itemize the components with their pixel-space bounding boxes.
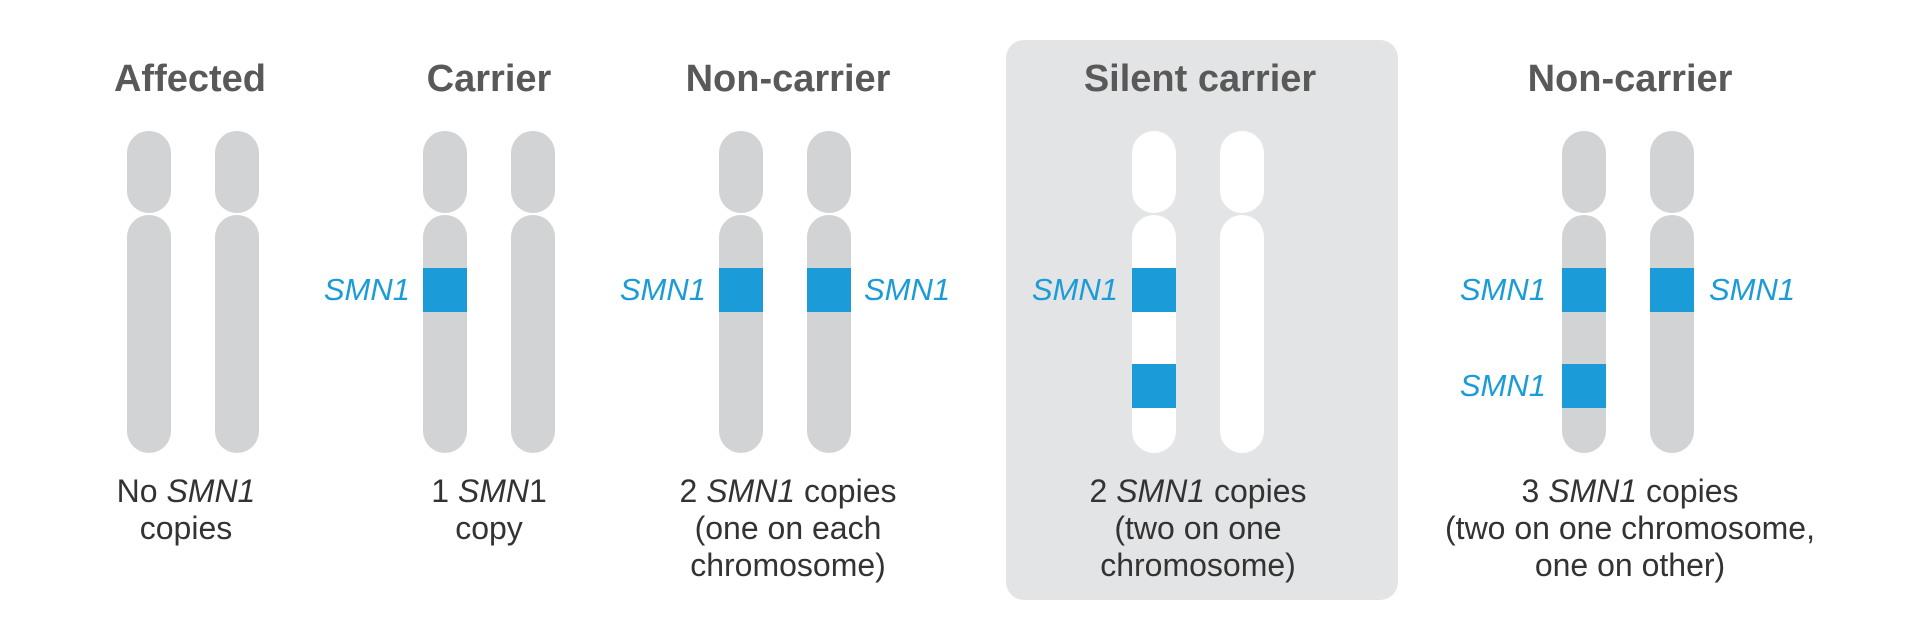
smn1-label: SMN1: [323, 272, 410, 307]
caption-text: copies: [1205, 473, 1307, 509]
caption-text: chromosome): [1100, 547, 1296, 583]
caption-text: No: [116, 473, 167, 509]
smn1-label: SMN1: [1459, 368, 1546, 403]
smn1-label: SMN1: [1459, 272, 1546, 307]
smn1-band: [807, 268, 851, 312]
chromosome-short-arm: [1132, 131, 1176, 213]
chromosome-short-arm: [719, 131, 763, 213]
group-title-affected: Affected: [113, 58, 267, 100]
chromosome-long-arm: [1220, 215, 1264, 453]
group-title-silent-carrier: Silent carrier: [1083, 58, 1317, 100]
caption-line: (two on one chromosome,: [1445, 510, 1815, 547]
caption-text: copies: [1637, 473, 1739, 509]
caption-text: copies: [795, 473, 897, 509]
caption-line: one on other): [1445, 547, 1815, 584]
gene-name-italic: SMN1: [1116, 473, 1206, 509]
caption-text: 1: [529, 473, 547, 509]
caption-line: chromosome): [1090, 547, 1307, 584]
caption-line: copies: [117, 510, 256, 547]
caption-line: chromosome): [680, 547, 897, 584]
gene-name-italic: SMN: [457, 473, 529, 509]
smn1-band: [423, 268, 467, 312]
caption-line: 2 SMN1 copies: [680, 473, 897, 510]
chromosome-long-arm: [1650, 215, 1694, 453]
chromosome-short-arm: [215, 131, 259, 213]
caption-text: (one on each: [694, 510, 882, 546]
gene-name-italic: SMN1: [706, 473, 796, 509]
caption-text: copy: [455, 510, 523, 546]
smn1-band: [1132, 268, 1176, 312]
smn1-label: SMN1: [864, 272, 951, 307]
smn1-label: SMN1: [1031, 272, 1118, 307]
caption-text: copies: [139, 510, 233, 546]
gene-name-italic: SMN1: [166, 473, 256, 509]
caption-text: 2: [1089, 473, 1117, 509]
caption-text: 2: [679, 473, 707, 509]
chromosome-long-arm: [127, 215, 171, 453]
chromosome-short-arm: [807, 131, 851, 213]
chromosome-long-arm: [807, 215, 851, 453]
caption-text: 3: [1521, 473, 1549, 509]
caption-line: No SMN1: [117, 473, 256, 510]
smn1-band-duplicate: [1132, 364, 1176, 408]
chromosome-short-arm: [1650, 131, 1694, 213]
caption-line: (two on one: [1090, 510, 1307, 547]
group-title-carrier: Carrier: [426, 58, 552, 100]
chromosome-short-arm: [1562, 131, 1606, 213]
chromosome-long-arm: [511, 215, 555, 453]
caption-line: copy: [431, 510, 547, 547]
caption-line: 1 SMN1: [431, 473, 547, 510]
caption-text: (two on one: [1114, 510, 1282, 546]
smn1-label: SMN1: [1709, 272, 1796, 307]
smn1-band: [719, 268, 763, 312]
caption-line: 2 SMN1 copies: [1090, 473, 1307, 510]
smn1-band: [1562, 268, 1606, 312]
chromosome-short-arm: [127, 131, 171, 213]
gene-name-italic: SMN1: [1548, 473, 1638, 509]
chromosome-long-arm: [423, 215, 467, 453]
caption-text: chromosome): [690, 547, 886, 583]
group-title-non-carrier: Non-carrier: [685, 58, 891, 100]
caption-text: one on other): [1534, 547, 1726, 583]
smn1-band: [1650, 268, 1694, 312]
caption-line: 3 SMN1 copies: [1445, 473, 1815, 510]
chromosome-long-arm: [215, 215, 259, 453]
group-title-non-carrier-2: Non-carrier: [1527, 58, 1733, 100]
caption-text: 1: [431, 473, 458, 509]
smn1-band-duplicate: [1562, 364, 1606, 408]
chromosome-long-arm: [1562, 215, 1606, 453]
caption-line: (one on each: [680, 510, 897, 547]
chromosome-long-arm: [719, 215, 763, 453]
chromosome-short-arm: [511, 131, 555, 213]
chromosome-short-arm: [1220, 131, 1264, 213]
caption-text: (two on one chromosome,: [1445, 510, 1815, 546]
silent-carrier-highlight-panel: [1006, 40, 1398, 600]
chromosome-short-arm: [423, 131, 467, 213]
caption-non-carrier-2: 3 SMN1 copies(two on one chromosome,one …: [1445, 473, 1815, 584]
smn1-label: SMN1: [619, 272, 706, 307]
chromosome-long-arm: [1132, 215, 1176, 453]
